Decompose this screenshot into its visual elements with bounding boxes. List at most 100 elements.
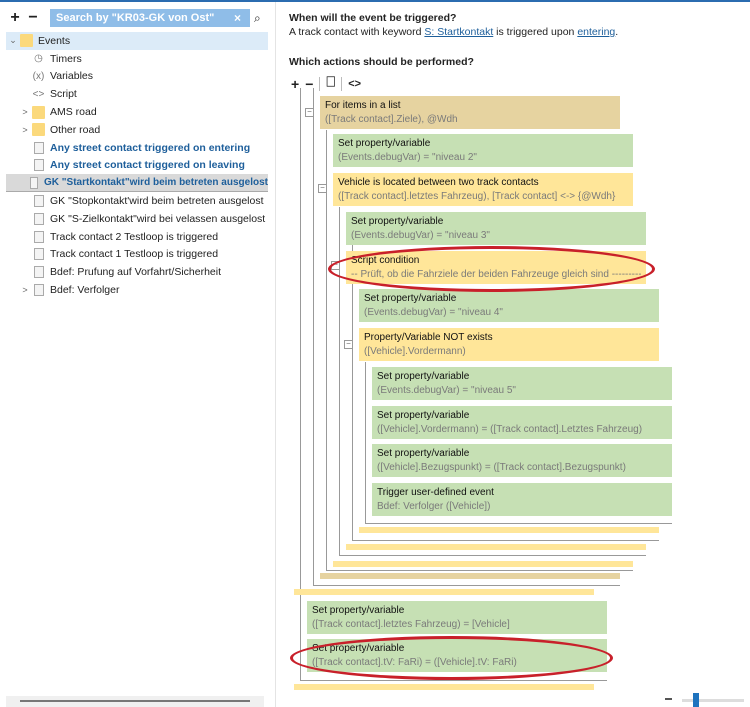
tree-connector-line: [326, 570, 633, 571]
collapse-toggle-icon[interactable]: −: [318, 184, 327, 193]
action-title: Set property/variable: [377, 410, 470, 421]
tree-item[interactable]: ◷Timers: [6, 50, 268, 68]
action-block[interactable]: Set property/variable([Track contact].tV…: [307, 639, 607, 672]
action-title: Set property/variable: [377, 371, 470, 382]
action-detail: ([Vehicle].Bezugspunkt) = ([Track contac…: [377, 462, 626, 473]
tree-item[interactable]: Any street contact triggered on entering: [6, 139, 268, 157]
action-block[interactable]: Set property/variable([Track contact].le…: [307, 601, 607, 634]
tree-connector-line: [365, 362, 366, 523]
keyword-link[interactable]: S: Startkontakt: [424, 26, 494, 38]
document-icon: [34, 266, 44, 279]
action-block[interactable]: Script condition-- Prüft, ob die Fahrzie…: [346, 251, 646, 284]
tree-connector-line: [300, 88, 301, 680]
tree-item[interactable]: <>Script: [6, 85, 268, 103]
horizontal-scrollbar[interactable]: [6, 696, 264, 707]
expand-chevron-icon[interactable]: >: [22, 285, 28, 296]
code-icon: <>: [32, 88, 45, 100]
tree-item[interactable]: Bdef: Prufung auf Vorfahrt/Sicherheit: [6, 263, 268, 281]
action-title: Property/Variable NOT exists: [364, 332, 493, 343]
tree-connector-line: [352, 245, 353, 540]
tree-item[interactable]: GK "S-Zielkontakt"wird bei velassen ausg…: [6, 210, 268, 228]
tree-connector-line: [339, 555, 646, 556]
action-block[interactable]: For items in a list([Track contact].Ziel…: [320, 96, 620, 129]
action-title: Trigger user-defined event: [377, 487, 494, 498]
collapse-toggle-icon[interactable]: −: [305, 108, 314, 117]
tree-item[interactable]: ⌄Events: [6, 32, 268, 50]
action-block[interactable]: Set property/variable(Events.debugVar) =…: [333, 134, 633, 167]
tree-item-label: AMS road: [50, 106, 97, 119]
action-block[interactable]: Vehicle is located between two track con…: [333, 173, 633, 206]
expand-chevron-icon[interactable]: >: [22, 124, 28, 135]
collapse-toggle-icon[interactable]: −: [344, 340, 353, 349]
action-detail: (Events.debugVar) = "niveau 5": [377, 385, 516, 396]
action-title: Script condition: [351, 255, 420, 266]
tree-item[interactable]: Any street contact triggered on leaving: [6, 157, 268, 175]
action-block[interactable]: Property/Variable NOT exists ([Vehicle].V…: [359, 328, 659, 361]
trigger-description: A track contact with keyword S: Startkon…: [289, 26, 618, 38]
document-icon: [34, 248, 44, 261]
scrollbar-thumb[interactable]: [20, 700, 250, 702]
action-detail: ([Vehicle].Vordermann): [364, 346, 466, 357]
tree-item[interactable]: Track contact 1 Testloop is triggered: [6, 246, 268, 264]
remove-action-button[interactable]: −: [305, 75, 314, 92]
search-input[interactable]: Search by "KR03-GK von Ost": [50, 9, 250, 27]
script-button[interactable]: <>: [348, 77, 362, 90]
tree-item-label: Other road: [50, 123, 101, 136]
copy-icon[interactable]: 🗌: [326, 77, 336, 89]
zoom-out-icon[interactable]: [665, 698, 672, 700]
tree-item[interactable]: (x)Variables: [6, 68, 268, 86]
block-end-bar: [346, 544, 646, 550]
document-icon: [34, 284, 44, 297]
block-end-bar: [359, 527, 659, 533]
block-end-bar: [333, 561, 633, 567]
expand-chevron-icon[interactable]: ⌄: [9, 35, 17, 46]
zoom-track[interactable]: [682, 699, 744, 702]
action-block[interactable]: Set property/variable (Events.debugVar) =…: [372, 367, 672, 400]
add-action-button[interactable]: +: [291, 75, 300, 92]
collapse-toggle-icon[interactable]: −: [331, 261, 340, 270]
tree-connector-line: [300, 680, 607, 681]
action-detail: ([Track contact].letztes Fahrzeug) = [Ve…: [312, 619, 510, 630]
variable-icon: (x): [32, 70, 45, 82]
tree-item[interactable]: > Other road: [6, 121, 268, 139]
action-detail: ([Track contact].Ziele), @Wdh: [325, 114, 458, 125]
mode-link[interactable]: entering: [577, 26, 616, 38]
tree-item[interactable]: > AMS road: [6, 103, 268, 121]
tree-toolbar: + − Search by "KR03-GK von Ost" × ⌕: [6, 9, 266, 27]
tree-item-label: Track contact 2 Testloop is triggered: [50, 230, 219, 243]
tree-connector-line: [326, 130, 327, 570]
zoom-thumb[interactable]: [693, 693, 700, 707]
action-block[interactable]: Set property/variable ([Vehicle].Bezugspu…: [372, 444, 672, 477]
action-title: Vehicle is located between two track con…: [338, 177, 539, 188]
action-title: Set property/variable: [312, 643, 405, 654]
trigger-heading: When will the event be triggered?: [289, 12, 457, 24]
tree-item[interactable]: > Bdef: Verfolger: [6, 281, 268, 299]
tree-connector-line: [313, 585, 620, 586]
folder-icon: [32, 123, 45, 137]
action-block[interactable]: Set property/variable(Events.debugVar) =…: [359, 289, 659, 322]
clear-search-icon[interactable]: ×: [234, 11, 242, 25]
action-title: Set property/variable: [377, 448, 470, 459]
tree-item[interactable]: Track contact 2 Testloop is triggered: [6, 228, 268, 246]
action-block[interactable]: Set property/variable(Events.debugVar) =…: [346, 212, 646, 245]
action-detail: Bdef: Verfolger ([Vehicle]): [377, 501, 491, 512]
zoom-slider[interactable]: [665, 692, 750, 707]
document-icon: [34, 212, 44, 225]
action-detail: ([Vehicle].Vordermann) = ([Track contact…: [377, 424, 643, 435]
trigger-text: .: [615, 26, 619, 38]
action-title: Set property/variable: [338, 138, 431, 149]
action-block[interactable]: Set property/variable ([Vehicle].Vorderma…: [372, 406, 672, 439]
expand-chevron-icon[interactable]: >: [22, 107, 28, 118]
tree-item-label: Bdef: Verfolger: [50, 284, 120, 297]
tree-item-label: Bdef: Prufung auf Vorfahrt/Sicherheit: [50, 266, 222, 279]
tree-item[interactable]: GK "Startkontakt"wird beim betreten ausg…: [6, 174, 268, 193]
search-icon[interactable]: ⌕: [254, 10, 261, 25]
folder-icon: [20, 34, 33, 48]
tree-item-label: GK "Startkontakt"wird beim betreten ausg…: [44, 177, 268, 189]
block-end-bar: [320, 573, 620, 579]
tree-item[interactable]: GK "Stopkontakt'wird beim betreten ausge…: [6, 192, 268, 210]
remove-button[interactable]: −: [28, 9, 38, 26]
add-button[interactable]: +: [10, 9, 20, 26]
document-icon: [34, 159, 44, 172]
